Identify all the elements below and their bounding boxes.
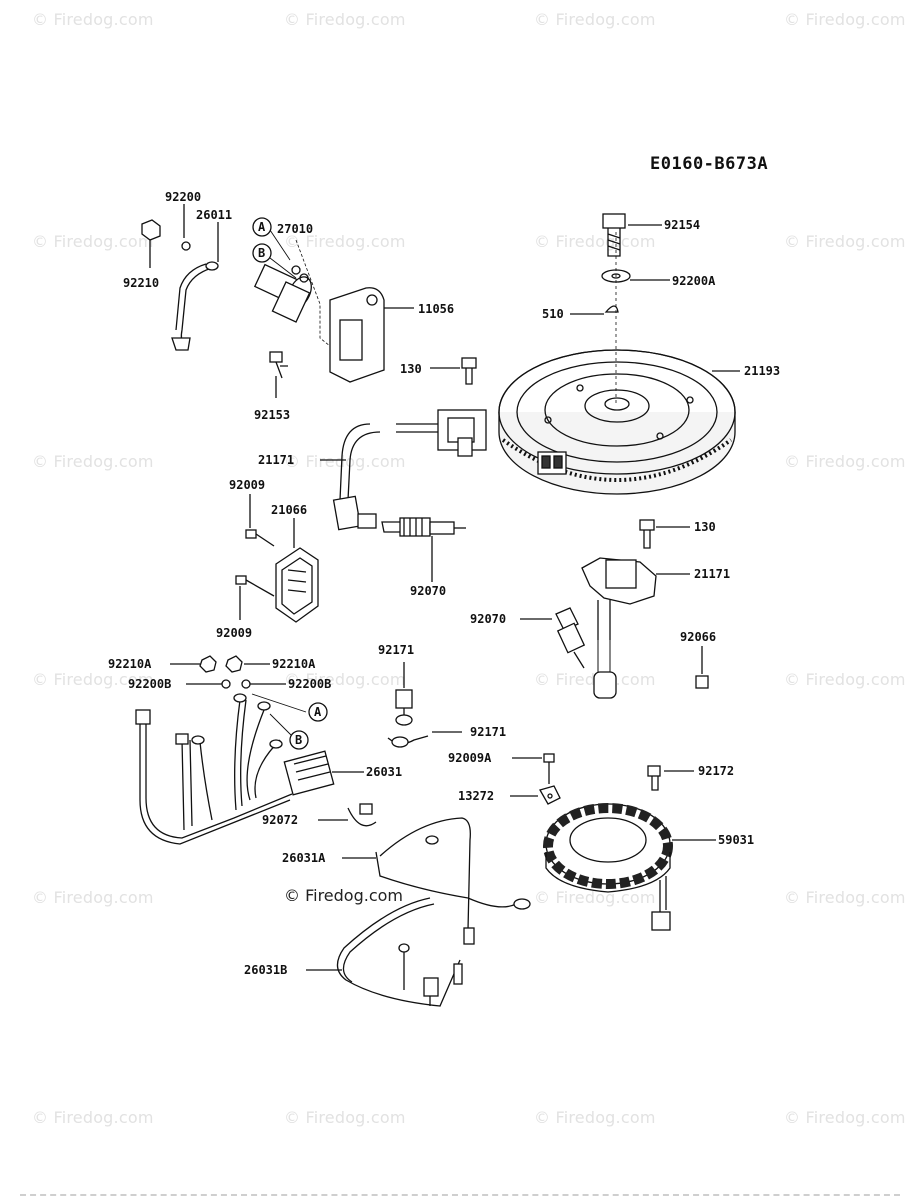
part-label-92154: 92154 <box>664 218 701 232</box>
part-label-59031: 59031 <box>718 833 755 847</box>
part-label-13272: 13272 <box>458 789 495 803</box>
nut-icon <box>199 655 243 673</box>
watermark: © Firedog.com <box>534 888 656 907</box>
callout-marker <box>252 217 272 237</box>
nut-icon <box>141 219 161 241</box>
bolt-icon <box>269 351 288 379</box>
callout-marker <box>252 243 272 263</box>
part-label-130: 130 <box>400 362 422 376</box>
bracket-icon <box>329 287 385 383</box>
watermark: © Firedog.com <box>784 1108 906 1127</box>
watermark: © Firedog.com <box>784 10 906 29</box>
part-label-26031a: 26031A <box>282 851 326 865</box>
bolt-icon <box>461 357 477 385</box>
key-icon <box>604 305 619 313</box>
nut-icon <box>695 675 709 689</box>
part-label-92009: 92009 <box>229 478 266 492</box>
watermark: © Firedog.com <box>534 10 656 29</box>
part-label-27010: 27010 <box>277 222 314 236</box>
ignition-coil-icon <box>581 557 657 699</box>
watermark: © Firedog.com <box>534 1108 656 1127</box>
part-label-21171: 21171 <box>694 567 731 581</box>
callout-letter: A <box>258 220 266 234</box>
washer-icon <box>221 679 231 689</box>
part-label-130: 130 <box>694 520 716 534</box>
washer-icon <box>181 241 191 251</box>
watermark: © Firedog.com <box>784 452 906 471</box>
spark-plug-icon <box>381 517 466 537</box>
cable-icon <box>171 261 219 351</box>
stator-icon <box>543 803 673 931</box>
screw-icon <box>235 529 275 597</box>
watermark: © Firedog.com <box>284 1108 406 1127</box>
callout-letter: B <box>258 246 266 260</box>
watermark: © Firedog.com <box>534 232 656 251</box>
part-label-92172: 92172 <box>698 764 735 778</box>
watermark: © Firedog.com <box>784 232 906 251</box>
part-label-92210a: 92210A <box>108 657 152 671</box>
diagram-code: E0160-B673A <box>650 154 769 174</box>
screw-icon <box>543 753 555 784</box>
watermark: © Firedog.com <box>284 10 406 29</box>
part-label-92200b: 92200B <box>128 677 172 691</box>
part-label-21171: 21171 <box>258 453 295 467</box>
part-label-21193: 21193 <box>744 364 781 378</box>
watermark: © Firedog.com <box>32 232 154 251</box>
spark-plug-icon <box>555 607 586 669</box>
ignition-coil-icon <box>332 409 487 531</box>
part-label-92153: 92153 <box>254 408 291 422</box>
part-label-92200a: 92200A <box>672 274 716 288</box>
solenoid-icon <box>253 263 312 323</box>
part-label-26031b: 26031B <box>244 963 288 977</box>
part-label-26031: 26031 <box>366 765 403 779</box>
grommet-icon <box>347 803 377 827</box>
callout-marker <box>289 730 309 750</box>
part-label-92200: 92200 <box>165 190 202 204</box>
watermark: © Firedog.com <box>32 1108 154 1127</box>
callout-marker <box>308 702 328 722</box>
part-label-92066: 92066 <box>680 630 717 644</box>
flywheel-icon <box>498 349 736 495</box>
part-label-92171: 92171 <box>378 643 415 657</box>
part-label-92072: 92072 <box>262 813 299 827</box>
part-label-11056: 11056 <box>418 302 455 316</box>
watermark: © Firedog.com <box>32 888 154 907</box>
part-label-26011: 26011 <box>196 208 233 222</box>
part-label-92070: 92070 <box>470 612 507 626</box>
bracket-icon <box>539 785 561 805</box>
part-label-92200b: 92200B <box>288 677 332 691</box>
wiring-harness-icon <box>336 897 463 1007</box>
watermark: © Firedog.com <box>32 452 154 471</box>
watermark: © Firedog.com <box>284 232 406 251</box>
part-label-92070: 92070 <box>410 584 447 598</box>
part-label-92210: 92210 <box>123 276 160 290</box>
watermark: © Firedog.com <box>784 888 906 907</box>
watermark: © Firedog.com <box>284 452 406 471</box>
screw-icon <box>647 765 661 791</box>
part-label-92210a: 92210A <box>272 657 316 671</box>
regulator-icon <box>275 547 319 623</box>
center-watermark: © Firedog.com <box>284 886 403 905</box>
connector-icon <box>387 689 429 748</box>
watermark: © Firedog.com <box>284 670 406 689</box>
washer-icon <box>241 679 251 689</box>
part-label-510: 510 <box>542 307 564 321</box>
wiring-harness-icon <box>375 817 531 945</box>
part-label-92171: 92171 <box>470 725 507 739</box>
watermark: © Firedog.com <box>32 10 154 29</box>
callout-letter: A <box>314 705 322 719</box>
part-label-21066: 21066 <box>271 503 308 517</box>
part-label-92009: 92009 <box>216 626 253 640</box>
bottom-divider <box>20 1194 900 1196</box>
bolt-icon <box>602 213 626 257</box>
wiring-harness-icon <box>135 693 335 845</box>
watermark: © Firedog.com <box>32 670 154 689</box>
bolt-icon <box>639 519 655 549</box>
callout-letter: B <box>295 733 303 747</box>
watermark: © Firedog.com <box>784 670 906 689</box>
part-label-92009a: 92009A <box>448 751 492 765</box>
